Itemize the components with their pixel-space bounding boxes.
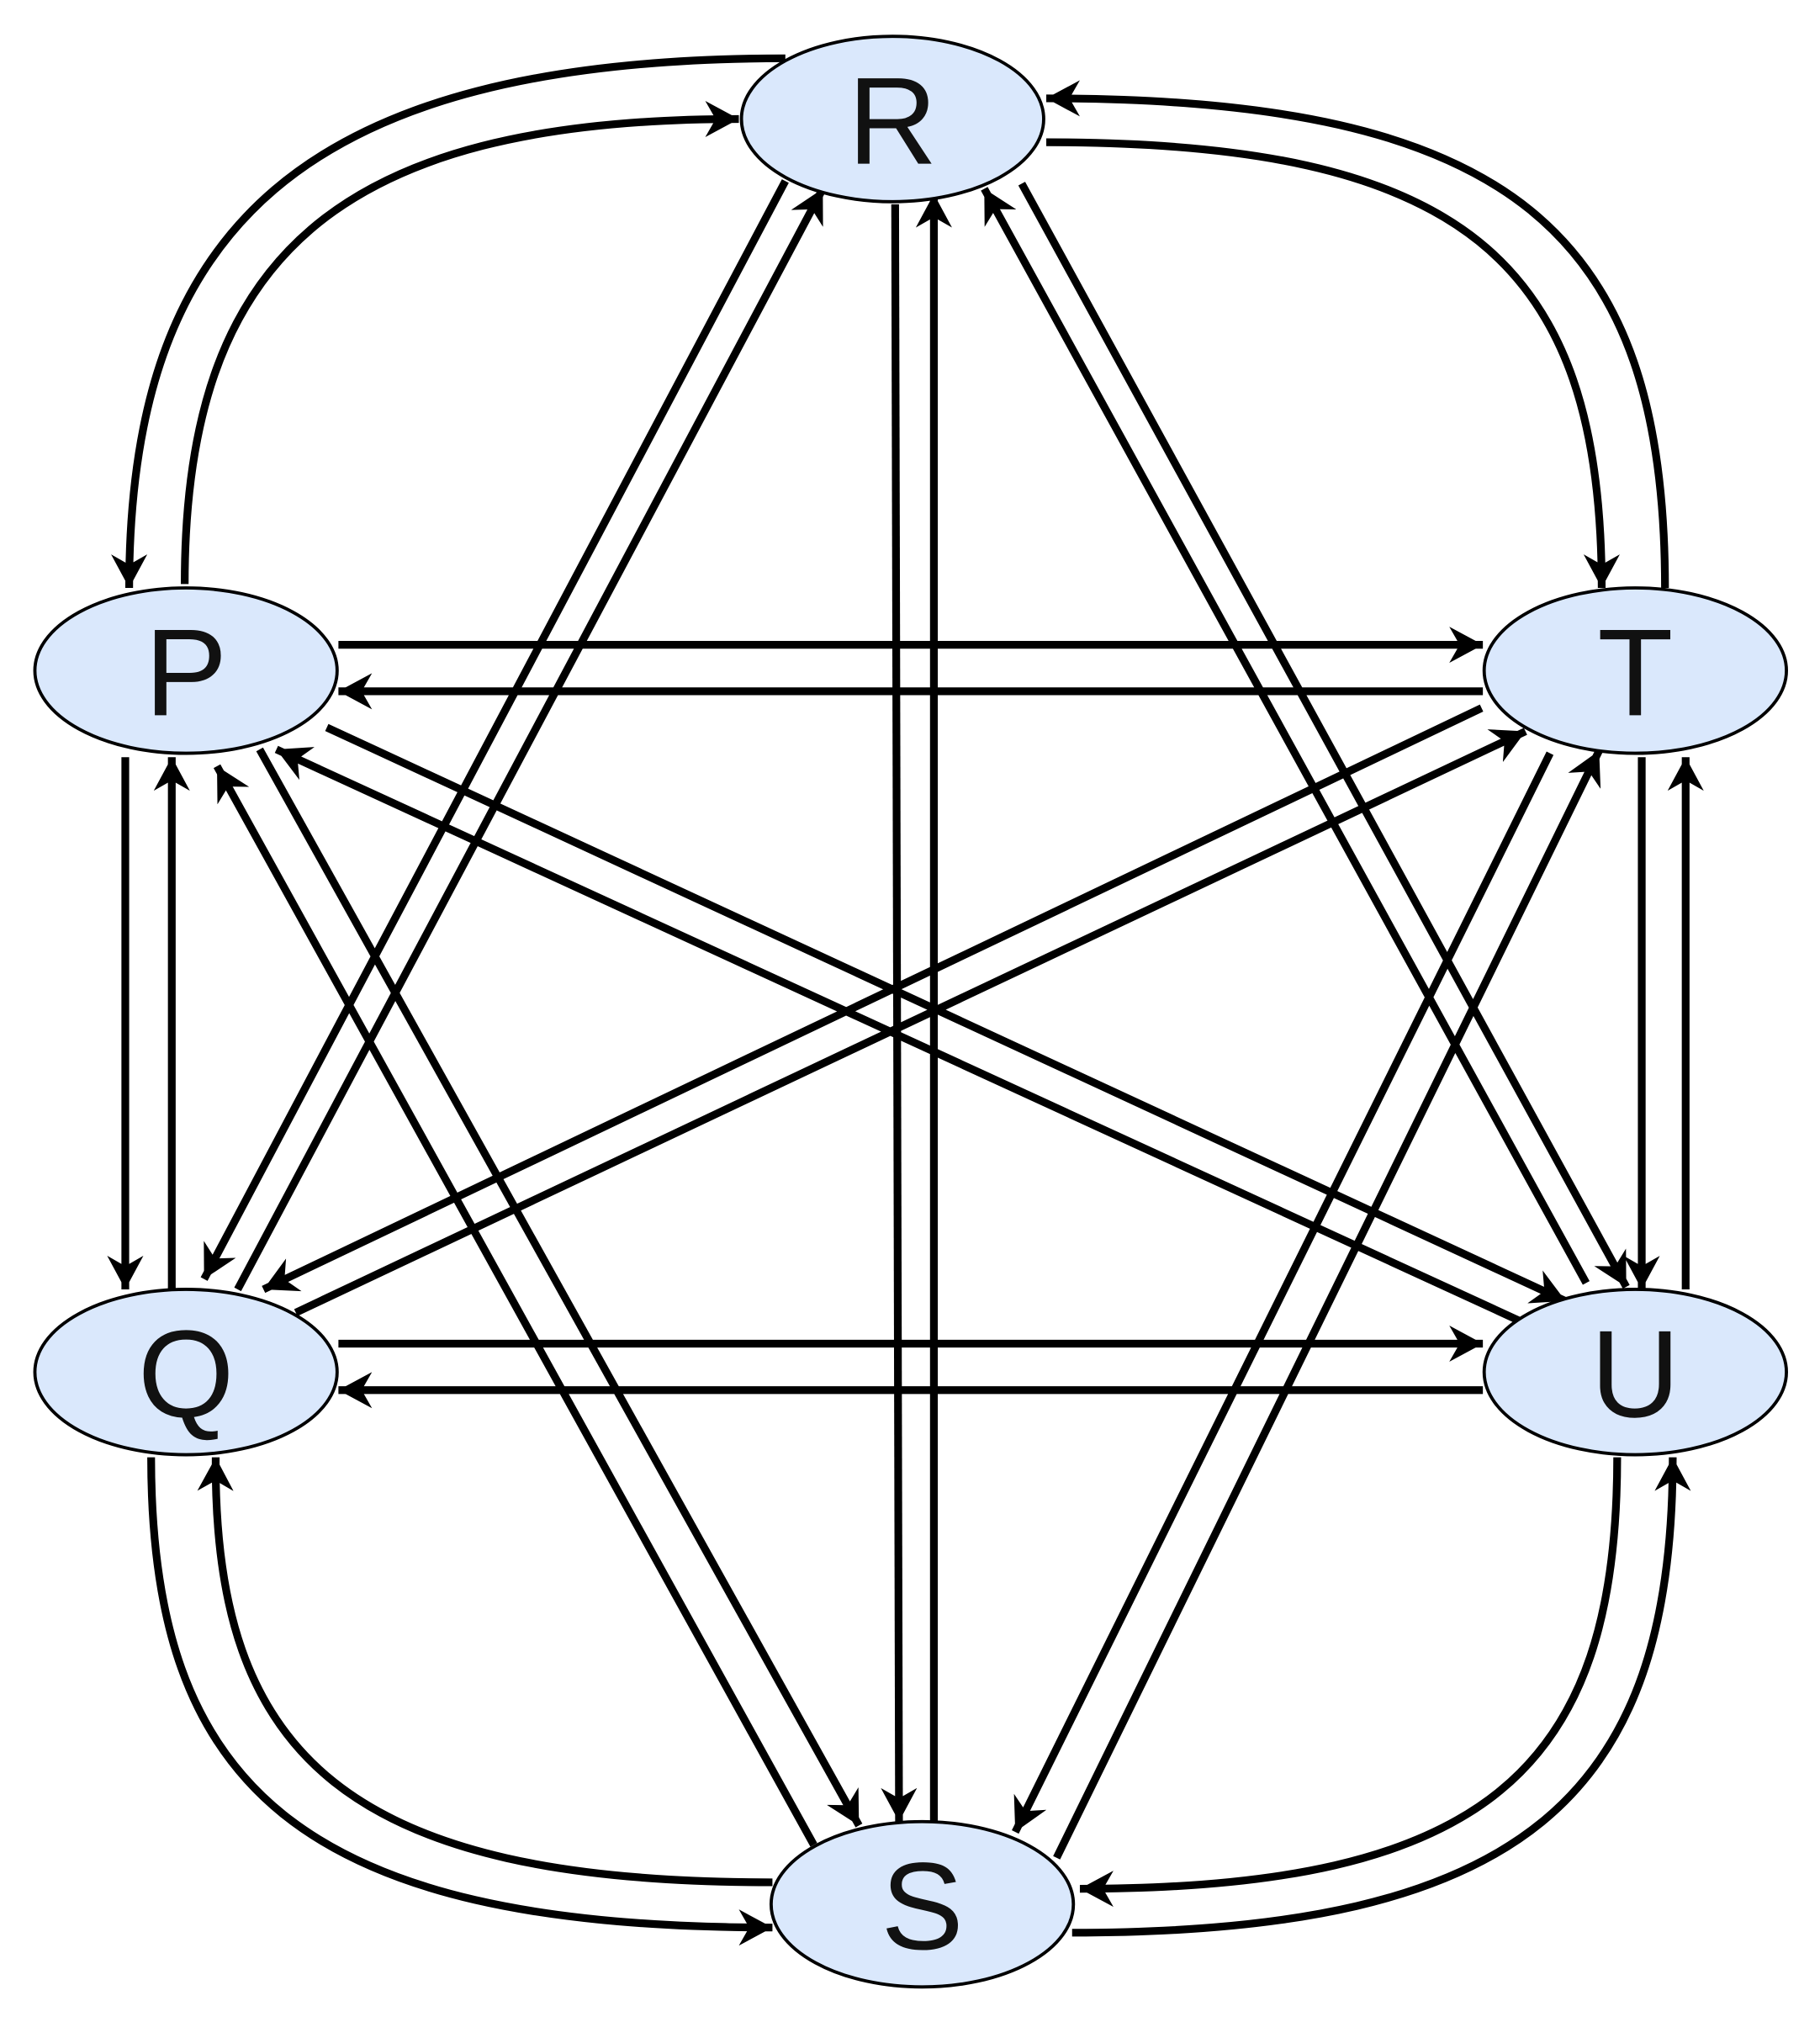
edge-t-to-s (1012, 751, 1554, 1834)
edge-q-to-t (294, 728, 1527, 1316)
edge-u-to-s (1079, 1457, 1622, 1908)
edge-r-to-p (111, 54, 786, 589)
edge-s-to-p (213, 764, 817, 1847)
node-u: U (1482, 1288, 1788, 1457)
edge-s-to-q (197, 1457, 773, 1887)
edge-t-to-r (1046, 80, 1669, 589)
edge-r-to-u (1018, 182, 1630, 1289)
edges (107, 54, 1704, 1946)
edge-p-to-u (325, 723, 1568, 1305)
node-s: S (769, 1819, 1076, 1989)
edge-s-to-u (1071, 1457, 1691, 1937)
edge-q-to-s (147, 1457, 773, 1946)
node-t: T (1482, 586, 1788, 755)
node-s-label: S (881, 1838, 963, 1976)
node-q-label: Q (138, 1305, 235, 1443)
nodes: R P T Q U S (33, 34, 1788, 1989)
edge-t-to-q (262, 704, 1484, 1294)
node-t-label: T (1597, 604, 1673, 742)
node-p: P (33, 586, 339, 755)
edge-p-to-s (256, 747, 863, 1828)
edge-r-to-s (881, 204, 918, 1822)
edge-u-to-r (981, 187, 1590, 1285)
edge-q-to-r (234, 187, 827, 1292)
edge-p-to-r (181, 101, 739, 585)
node-u-label: U (1590, 1305, 1680, 1443)
edge-s-to-t (1053, 749, 1603, 1860)
node-q: Q (33, 1288, 339, 1457)
node-r: R (739, 34, 1045, 204)
edge-r-to-t (1046, 138, 1620, 589)
node-r-label: R (848, 53, 937, 191)
node-p-label: P (145, 604, 227, 742)
edge-r-to-q (200, 179, 789, 1281)
